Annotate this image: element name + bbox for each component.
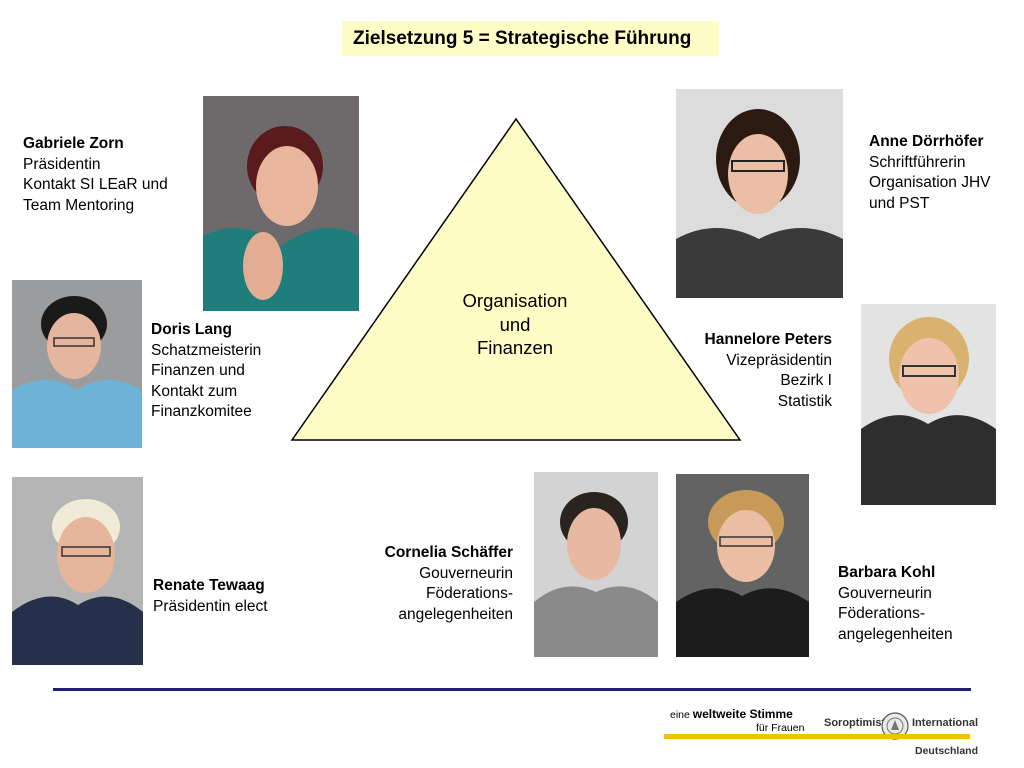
person-role: Statistik (777, 392, 832, 410)
person-role: Präsidentin elect (153, 597, 268, 615)
person-role: angelegenheiten (398, 605, 513, 623)
triangle-label: Organisation und Finanzen (440, 289, 590, 360)
person-role: Föderations- (838, 605, 926, 622)
photo-barbara-kohl (676, 474, 809, 657)
photo-anne-doerrhoefer (676, 89, 843, 298)
footer-brand-left: Soroptimist (824, 717, 886, 729)
person-role: Finanzkomitee (151, 403, 252, 420)
person-role: Kontakt SI LEaR und (23, 176, 168, 193)
person-name: Doris Lang (151, 321, 232, 338)
person-barbara-kohl: Barbara Kohl Gouverneurin Föderations- a… (838, 563, 998, 645)
footer-slogan: eine weltweite Stimme (670, 707, 793, 721)
person-doris-lang: Doris Lang Schatzmeisterin Finanzen und … (151, 320, 301, 423)
triangle-line-3: Finanzen (476, 337, 554, 358)
person-gabriele-zorn: Gabriele Zorn Präsidentin Kontakt SI LEa… (23, 134, 198, 216)
person-name: Anne Dörrhöfer (869, 133, 984, 150)
footer-brand-right: International (912, 717, 979, 729)
triangle-line-1: Organisation (462, 290, 568, 311)
divider-rule (53, 688, 971, 691)
person-hannelore-peters: Hannelore Peters Vizepräsidentin Bezirk … (672, 330, 833, 412)
footer-slogan-sub: für Frauen (756, 722, 805, 734)
person-role: Kontakt zum (151, 382, 238, 400)
photo-renate-tewaag (12, 477, 143, 665)
person-role: Gouverneurin (419, 564, 513, 582)
person-role: Gouverneurin (838, 584, 932, 602)
person-name: Cornelia Schäffer (384, 544, 513, 561)
photo-gabriele-zorn (203, 96, 359, 311)
person-cornelia-schaeffer: Cornelia Schäffer Gouverneurin Föderatio… (353, 543, 513, 625)
person-name: Renate Tewaag (153, 577, 265, 594)
slogan-pre: eine (670, 709, 693, 721)
slide-title: Zielsetzung 5 = Strategische Führung (342, 21, 719, 56)
person-role: Vizepräsidentin (726, 351, 832, 369)
person-renate-tewaag: Renate Tewaag Präsidentin elect (153, 576, 303, 617)
person-role: Präsidentin (23, 155, 101, 173)
person-role: Föderations- (425, 585, 513, 602)
footer-logo: eine weltweite Stimme für Frauen Soropti… (664, 705, 978, 761)
person-role: Schatzmeisterin (151, 341, 262, 359)
photo-hannelore-peters (861, 304, 996, 505)
footer-country: Deutschland (915, 745, 979, 757)
slogan-bold: weltweite Stimme (692, 707, 793, 721)
person-name: Gabriele Zorn (23, 135, 124, 152)
person-role: angelegenheiten (838, 625, 953, 643)
footer-yellow-bar (664, 734, 970, 739)
triangle-diagram (290, 117, 742, 441)
photo-cornelia-schaeffer (534, 472, 658, 657)
photo-doris-lang (12, 280, 142, 448)
person-role: und PST (869, 194, 930, 212)
person-role: Team Mentoring (23, 196, 135, 214)
triangle-line-2: und (499, 313, 531, 335)
person-name: Barbara Kohl (838, 564, 936, 581)
person-role: Organisation JHV (869, 174, 991, 191)
person-role: Finanzen und (151, 362, 245, 379)
person-role: Schriftführerin (869, 153, 966, 171)
person-name: Hannelore Peters (704, 331, 833, 348)
person-anne-doerrhoefer: Anne Dörrhöfer Schriftführerin Organisat… (869, 132, 1019, 214)
person-role: Bezirk I (780, 372, 832, 389)
